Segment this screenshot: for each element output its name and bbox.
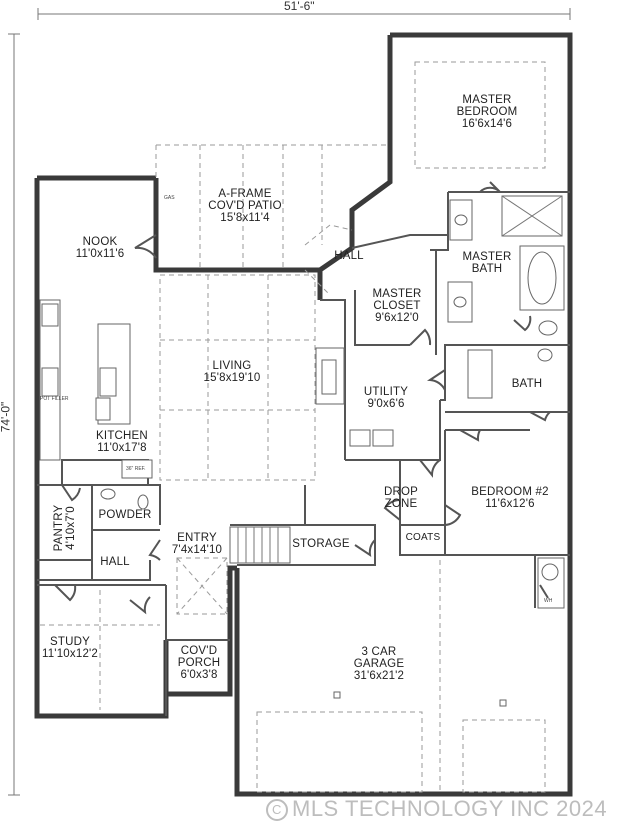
- depth-dimension: 74'-0": [0, 401, 13, 433]
- width-dimension: 51'-6": [284, 0, 315, 13]
- stairs: [229, 526, 291, 564]
- room-hall-lower: HALL: [100, 556, 130, 568]
- room-utility: UTILITY 9'0x6'6: [363, 386, 409, 410]
- gas-tag: GAS: [164, 195, 175, 201]
- room-garage: 3 CAR GARAGE 31'6x21'2: [353, 646, 405, 682]
- utility-fixtures: [349, 429, 394, 447]
- room-study: STUDY 11'10x12'2: [41, 636, 99, 660]
- room-drop-zone: DROP ZONE: [383, 486, 419, 510]
- room-bedroom-2: BEDROOM #2 11'6x12'6: [471, 486, 549, 510]
- room-pantry: PANTRY 4'10x7'0: [53, 504, 77, 552]
- watermark-text: MLS TECHNOLOGY INC 2024: [292, 796, 608, 821]
- room-nook: NOOK 11'0x11'6: [75, 236, 125, 260]
- door-swings: [54, 181, 551, 615]
- room-master-closet: MASTER CLOSET 9'6x12'0: [372, 288, 422, 324]
- dashed-lines: [40, 61, 546, 790]
- room-patio: A-FRAME COV'D PATIO 15'8x11'4: [208, 188, 282, 224]
- water-heater-tag: WH: [544, 598, 553, 604]
- room-living: LIVING 15'8x19'10: [203, 360, 261, 384]
- pot-filler-tag: POT FILLER: [40, 396, 69, 402]
- room-coats: COATS: [405, 532, 441, 543]
- room-bath: BATH: [511, 378, 543, 390]
- master-bath-fixtures: [447, 195, 565, 399]
- dimension-lines: [8, 8, 571, 796]
- room-storage: STORAGE: [292, 538, 350, 550]
- room-master-bedroom: MASTER BEDROOM 16'6x14'6: [456, 94, 518, 130]
- refrigerator-tag: 36" REF.: [126, 466, 146, 472]
- kitchen-fixtures: [39, 299, 153, 479]
- room-powder: POWDER: [98, 509, 152, 521]
- room-hall-upper: HALL: [334, 250, 364, 262]
- room-entry: ENTRY 7'4x14'10: [171, 532, 223, 556]
- powder-fixtures: [100, 488, 149, 510]
- copyright-symbol: C: [266, 799, 288, 821]
- water-heater: [537, 557, 565, 609]
- room-master-bath: MASTER BATH: [462, 251, 512, 275]
- room-kitchen: KITCHEN 11'0x17'8: [96, 430, 148, 454]
- interior-walls: [37, 191, 570, 716]
- garage-doors: [256, 691, 546, 793]
- room-porch: COV'D PORCH 6'0x3'8: [177, 645, 221, 681]
